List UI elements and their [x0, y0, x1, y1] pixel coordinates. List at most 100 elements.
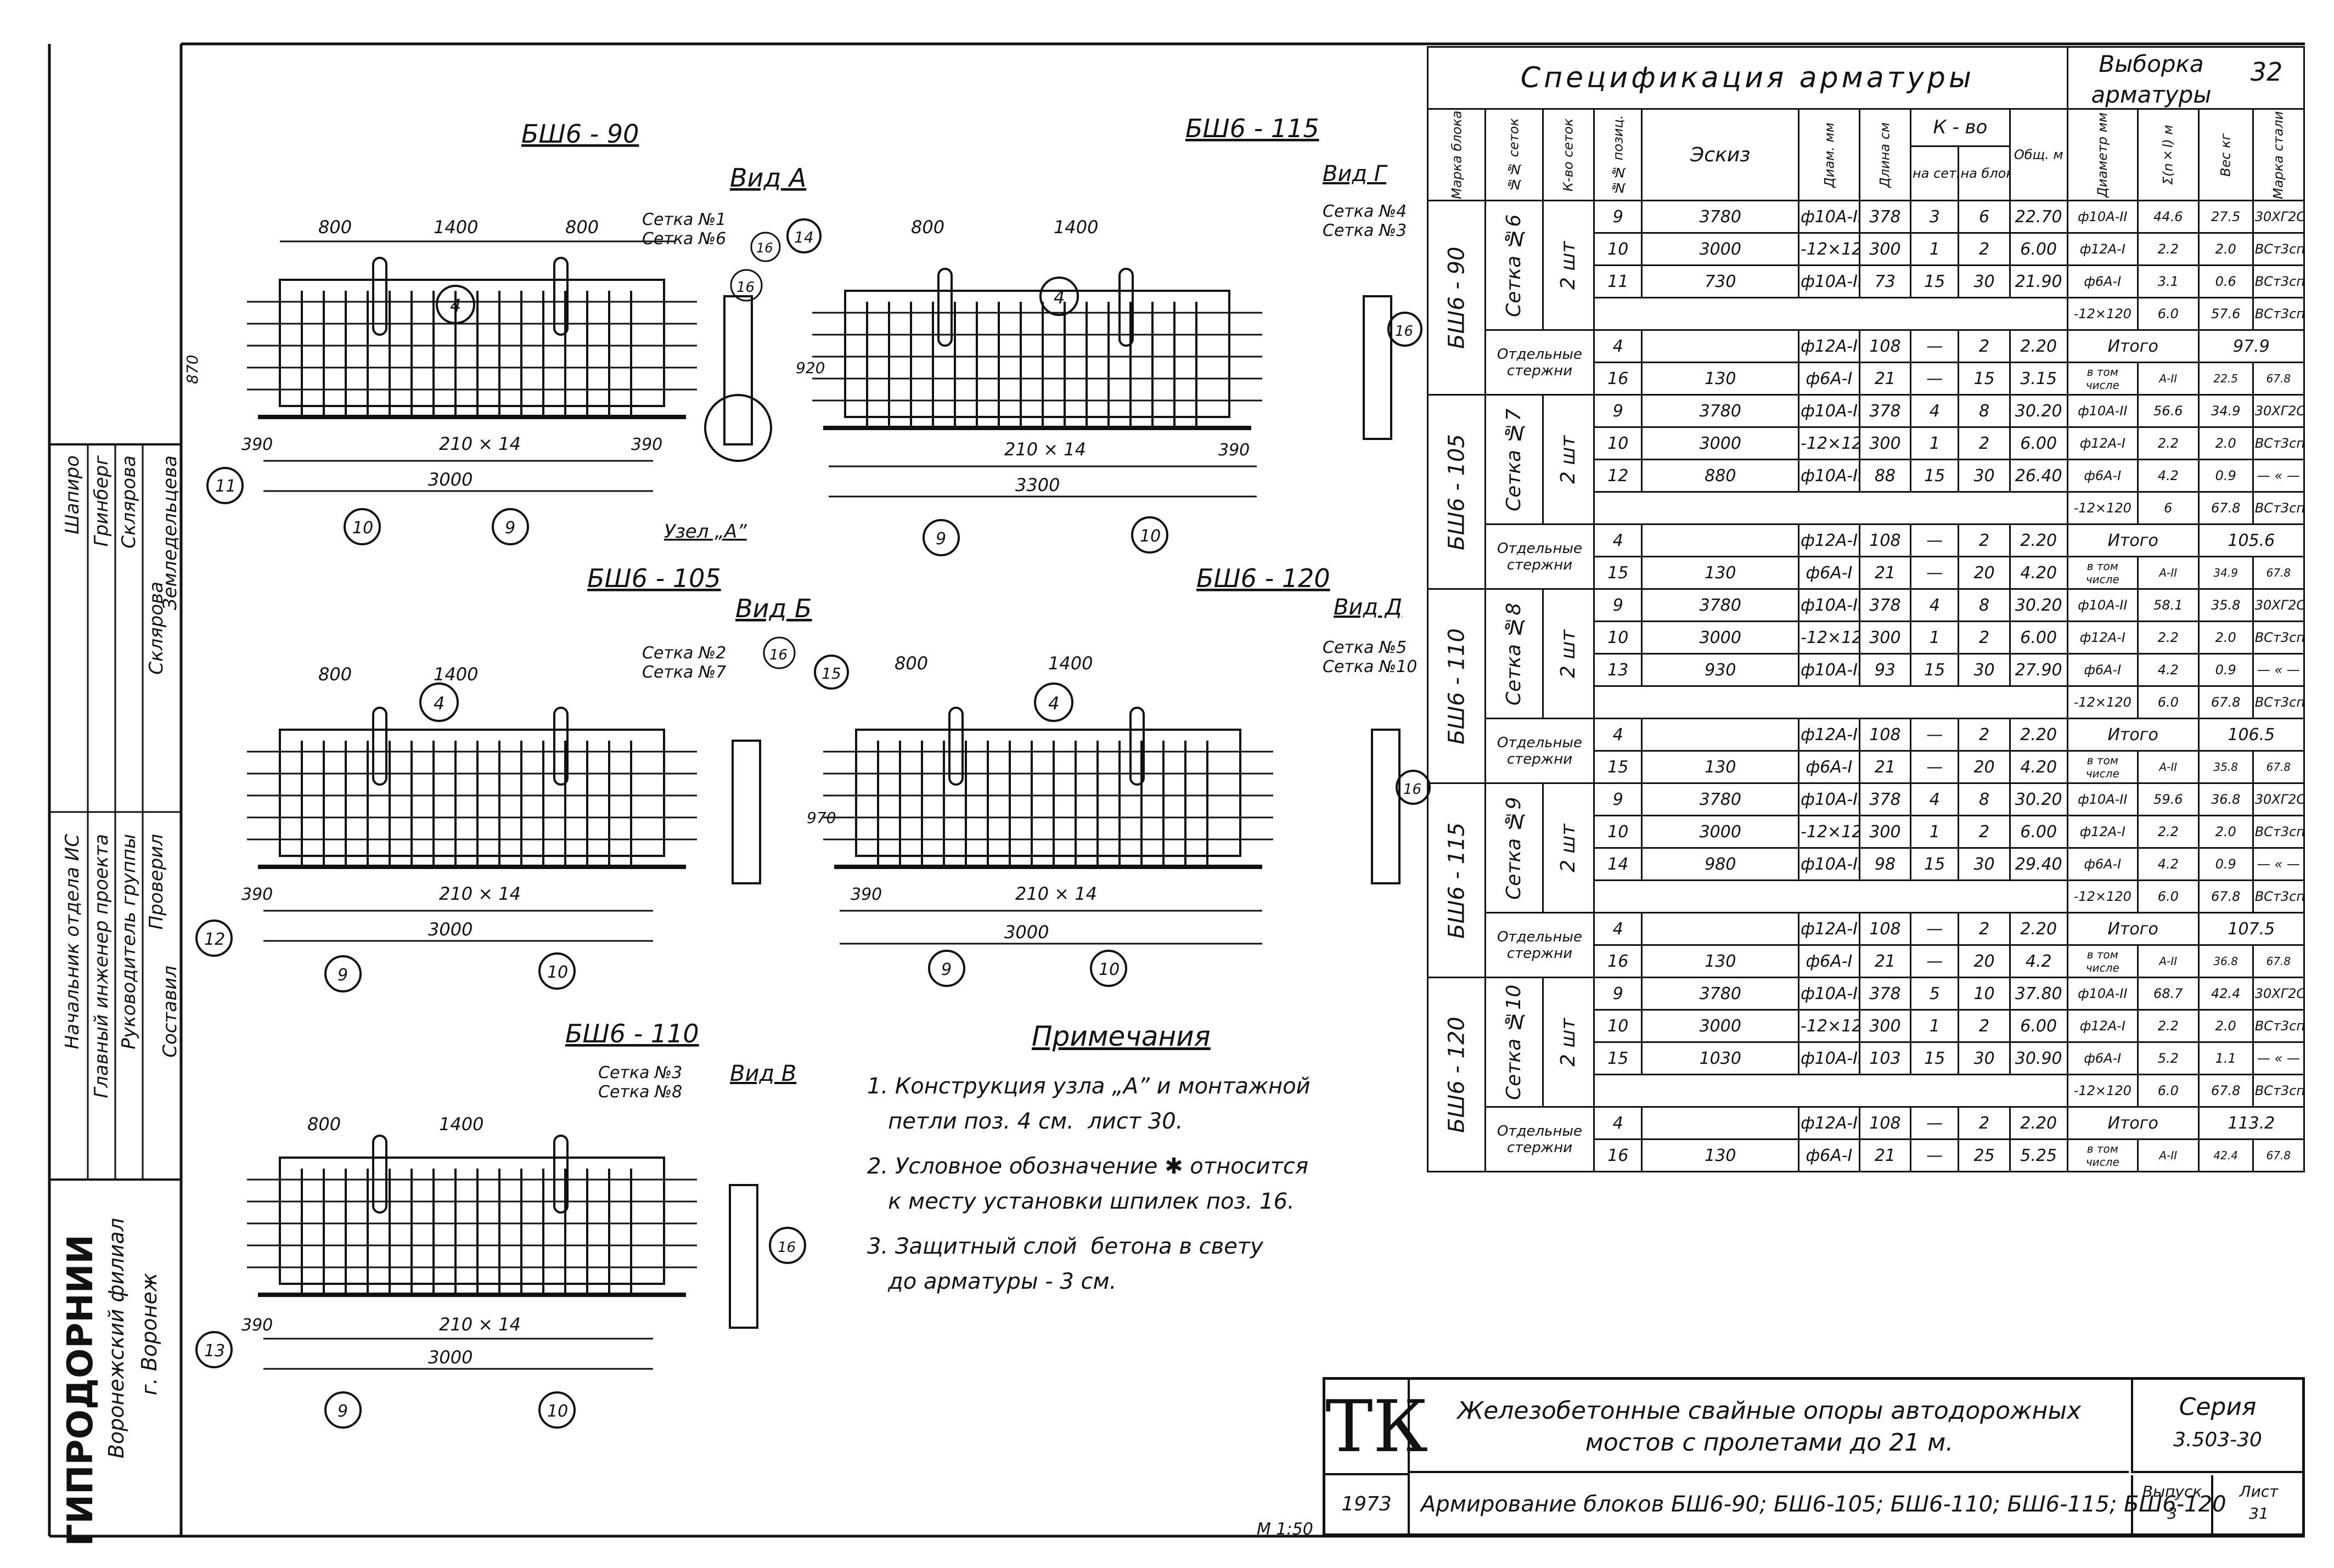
sig-role-3: Проверил: [145, 834, 167, 930]
subtotal-a2: 42.4: [2197, 1138, 2254, 1172]
selection-cell: ф10А-II: [2066, 200, 2139, 234]
dim-870-a: 870: [183, 355, 201, 384]
spec-cell: ф10А-II: [1798, 847, 1860, 881]
spec-cell: 3000: [1641, 815, 1800, 849]
spec-cell: 378: [1858, 394, 1912, 428]
selection-cell: 59.6: [2136, 782, 2200, 816]
spec-cell: 9: [1593, 200, 1643, 234]
spec-cell: 30: [1958, 459, 2011, 493]
itogo-label: Итого: [2066, 1106, 2200, 1140]
spec-cell: 26.40: [2009, 459, 2068, 493]
spec-cell: 3780: [1641, 782, 1800, 816]
dim-1400-e: 1400: [439, 1114, 483, 1135]
spec-cell: 2.20: [2009, 912, 2068, 946]
selection-cell: ф10А-II: [2066, 394, 2139, 428]
spec-cell: 30.20: [2009, 588, 2068, 622]
h-meshcount: К-во сеток: [1543, 109, 1594, 201]
spec-cell: 15: [1593, 1041, 1643, 1075]
spec-block-cell: БШ6 - 110: [1427, 589, 1486, 783]
spec-cell: 130: [1641, 944, 1800, 978]
spec-cell: 4: [1593, 1106, 1643, 1140]
selection-cell: ф10А-II: [2066, 588, 2139, 622]
mesh1-b110: Сетка №3: [598, 1063, 682, 1082]
selection-cell: 30ХГ2С: [2252, 977, 2305, 1011]
spec-cell: 2.20: [2009, 718, 2068, 752]
steel-a2: А-II: [2136, 750, 2200, 784]
spec-cell: 3780: [1641, 200, 1800, 234]
subtotal-a2: 35.8: [2197, 750, 2254, 784]
spec-cell: 2.20: [2009, 1106, 2068, 1140]
selection-cell: 27.5: [2197, 200, 2254, 234]
selection-cell: ВСт3сп: [2252, 264, 2305, 298]
spec-block-cell: БШ6 - 115: [1427, 783, 1486, 978]
spec-cell: ф10А-II: [1798, 977, 1860, 1011]
spec-cell: 300: [1858, 1009, 1912, 1043]
spec-cell: -12×120: [1798, 1009, 1860, 1043]
subtotal-polosa: 67.8: [2252, 1138, 2305, 1172]
spec-cell: —: [1910, 718, 1960, 752]
dim-390-b: 390: [631, 435, 662, 454]
spec-cell: 93: [1858, 653, 1912, 687]
spec-cell: 15: [1910, 1041, 1960, 1075]
h-diam: Диам. мм: [1798, 109, 1860, 201]
spec-cell: 9: [1593, 588, 1643, 622]
spec-cell: 103: [1858, 1041, 1912, 1075]
spec-cell: ф12А-I: [1798, 912, 1860, 946]
selection-cell: — « —: [2252, 653, 2305, 687]
v-tom-chisle: в том числе: [2066, 750, 2139, 784]
spec-cell: 14: [1593, 847, 1643, 881]
mesh2-b120: Сетка №10: [1323, 657, 1417, 676]
spec-cell: 6.00: [2009, 1009, 2068, 1043]
selection-cell: 6.0: [2136, 879, 2200, 913]
spec-empty-cell: [1593, 880, 2068, 913]
steel-a2: А-II: [2136, 1138, 2200, 1172]
spec-cell: ф6А-I: [1798, 750, 1860, 784]
spec-cell: 11: [1593, 264, 1643, 298]
spec-mesh-cell: Сетка №9: [1485, 783, 1543, 913]
dim-800-e: 800: [895, 653, 928, 674]
selection-cell: 0.6: [2197, 264, 2254, 298]
title-b115: БШ6 - 115: [1185, 114, 1319, 143]
spec-cell: 378: [1858, 200, 1912, 234]
spec-cell: 10: [1593, 1009, 1643, 1043]
spec-cell: 30: [1958, 264, 2011, 298]
spec-cell: ф10А-II: [1798, 653, 1860, 687]
dim-800-b: 800: [565, 217, 599, 238]
selection-cell: 30ХГ2С: [2252, 394, 2305, 428]
selection-cell: 2.0: [2197, 1009, 2254, 1043]
spec-cell: 9: [1593, 782, 1643, 816]
spec-count-cell: 2 шт: [1543, 977, 1594, 1107]
steel-a2: А-II: [2136, 556, 2200, 590]
selection-cell: 0.9: [2197, 653, 2254, 687]
spec-cell: 4: [1593, 912, 1643, 946]
callout-13: 13: [204, 1341, 225, 1361]
dim-800-a: 800: [318, 217, 352, 238]
spec-cell: 300: [1858, 426, 1912, 460]
spec-cell: 4: [1593, 718, 1643, 752]
selection-cell: 42.4: [2197, 977, 2254, 1011]
selection-cell: ВСт3сп: [2252, 879, 2305, 913]
dim-800-d: 800: [318, 664, 352, 685]
selection-cell: ВСт3сп: [2252, 621, 2305, 655]
spec-cell: 15: [1910, 653, 1960, 687]
spec-cell: 108: [1858, 718, 1912, 752]
sig-name-0: Шапиро: [61, 455, 83, 534]
spec-count-cell: 2 шт: [1543, 783, 1594, 913]
spec-cell: 21: [1858, 1138, 1912, 1172]
note-2: 2. Условное обозначение ✱ относится к ме…: [867, 1154, 1309, 1214]
spec-cell: 9: [1593, 394, 1643, 428]
spec-cell: 2.20: [2009, 523, 2068, 557]
org-name: ГИПРОДОРНИИ: [60, 1234, 101, 1547]
selection-cell: 67.8: [2197, 879, 2254, 913]
sheet-value: 31: [2249, 1504, 2269, 1522]
spec-cell: 3780: [1641, 588, 1800, 622]
callout-16-b: 16: [756, 240, 773, 256]
